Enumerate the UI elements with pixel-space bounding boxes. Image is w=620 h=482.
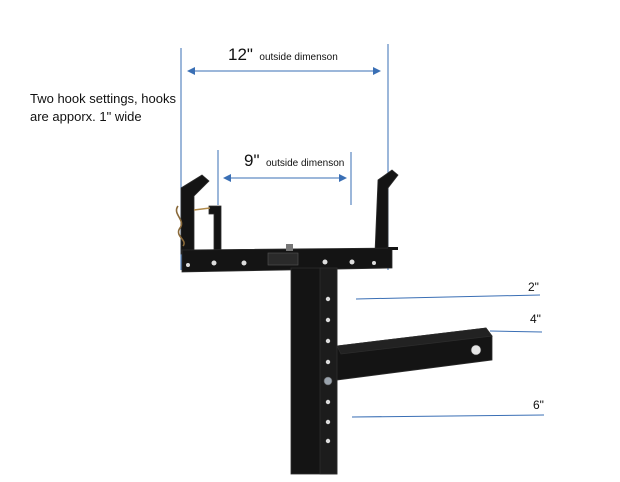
right-hook-tab [388, 247, 398, 250]
shank-hole [325, 359, 331, 365]
receiver-arm-top [336, 327, 493, 355]
shank-hole [325, 317, 331, 323]
crossbar-hole [186, 263, 190, 267]
receiver-pin-hole [470, 344, 482, 356]
height-line-4 [489, 330, 543, 333]
height-line-6 [351, 414, 545, 418]
hook-settings-note: Two hook settings, hooks are apporx. 1" … [30, 90, 230, 126]
shank-bolt [323, 376, 333, 386]
center-bolt [286, 244, 293, 251]
crossbar-hole [349, 259, 355, 265]
shank-hole [325, 438, 331, 444]
hook-spring [175, 205, 185, 247]
shank-hole [325, 419, 331, 425]
outer-dimension-label: outside dimenson [259, 52, 337, 63]
inner-dimension-label: outside dimenson [266, 158, 344, 169]
outer-dimension: 12" outside dimenson [180, 44, 389, 270]
svg-text:12" outside dimenson: 12" outside dimenson [228, 45, 338, 64]
hitch-rack [180, 169, 493, 475]
crossbar-hole [241, 260, 247, 266]
height-markers: 2" 4" 6" [351, 280, 545, 418]
inner-dimension: 9" outside dimenson [217, 150, 352, 205]
crossbar-hole [211, 260, 217, 266]
hardware [175, 205, 482, 444]
shank-hole [325, 296, 331, 302]
left-hook [180, 174, 210, 255]
crossbar-label-plate [267, 252, 299, 266]
svg-text:9" outside dimenson: 9" outside dimenson [244, 151, 344, 170]
inner-hook [208, 205, 222, 251]
height-label-6: 6" [533, 398, 544, 412]
inner-dimension-value: 9" [244, 151, 260, 170]
crossbar-hole [322, 259, 328, 265]
right-hook [374, 169, 399, 253]
note-line-1: Two hook settings, hooks [30, 91, 176, 106]
shank-hole [325, 399, 331, 405]
outer-dimension-value: 12" [228, 45, 253, 64]
height-label-2: 2" [528, 280, 539, 294]
hook-spring-2 [193, 207, 211, 211]
height-label-4: 4" [530, 312, 541, 326]
shank-hole [325, 338, 331, 344]
height-line-2 [355, 294, 541, 300]
note-line-2: are apporx. 1" wide [30, 109, 142, 124]
crossbar-hole [372, 261, 376, 265]
